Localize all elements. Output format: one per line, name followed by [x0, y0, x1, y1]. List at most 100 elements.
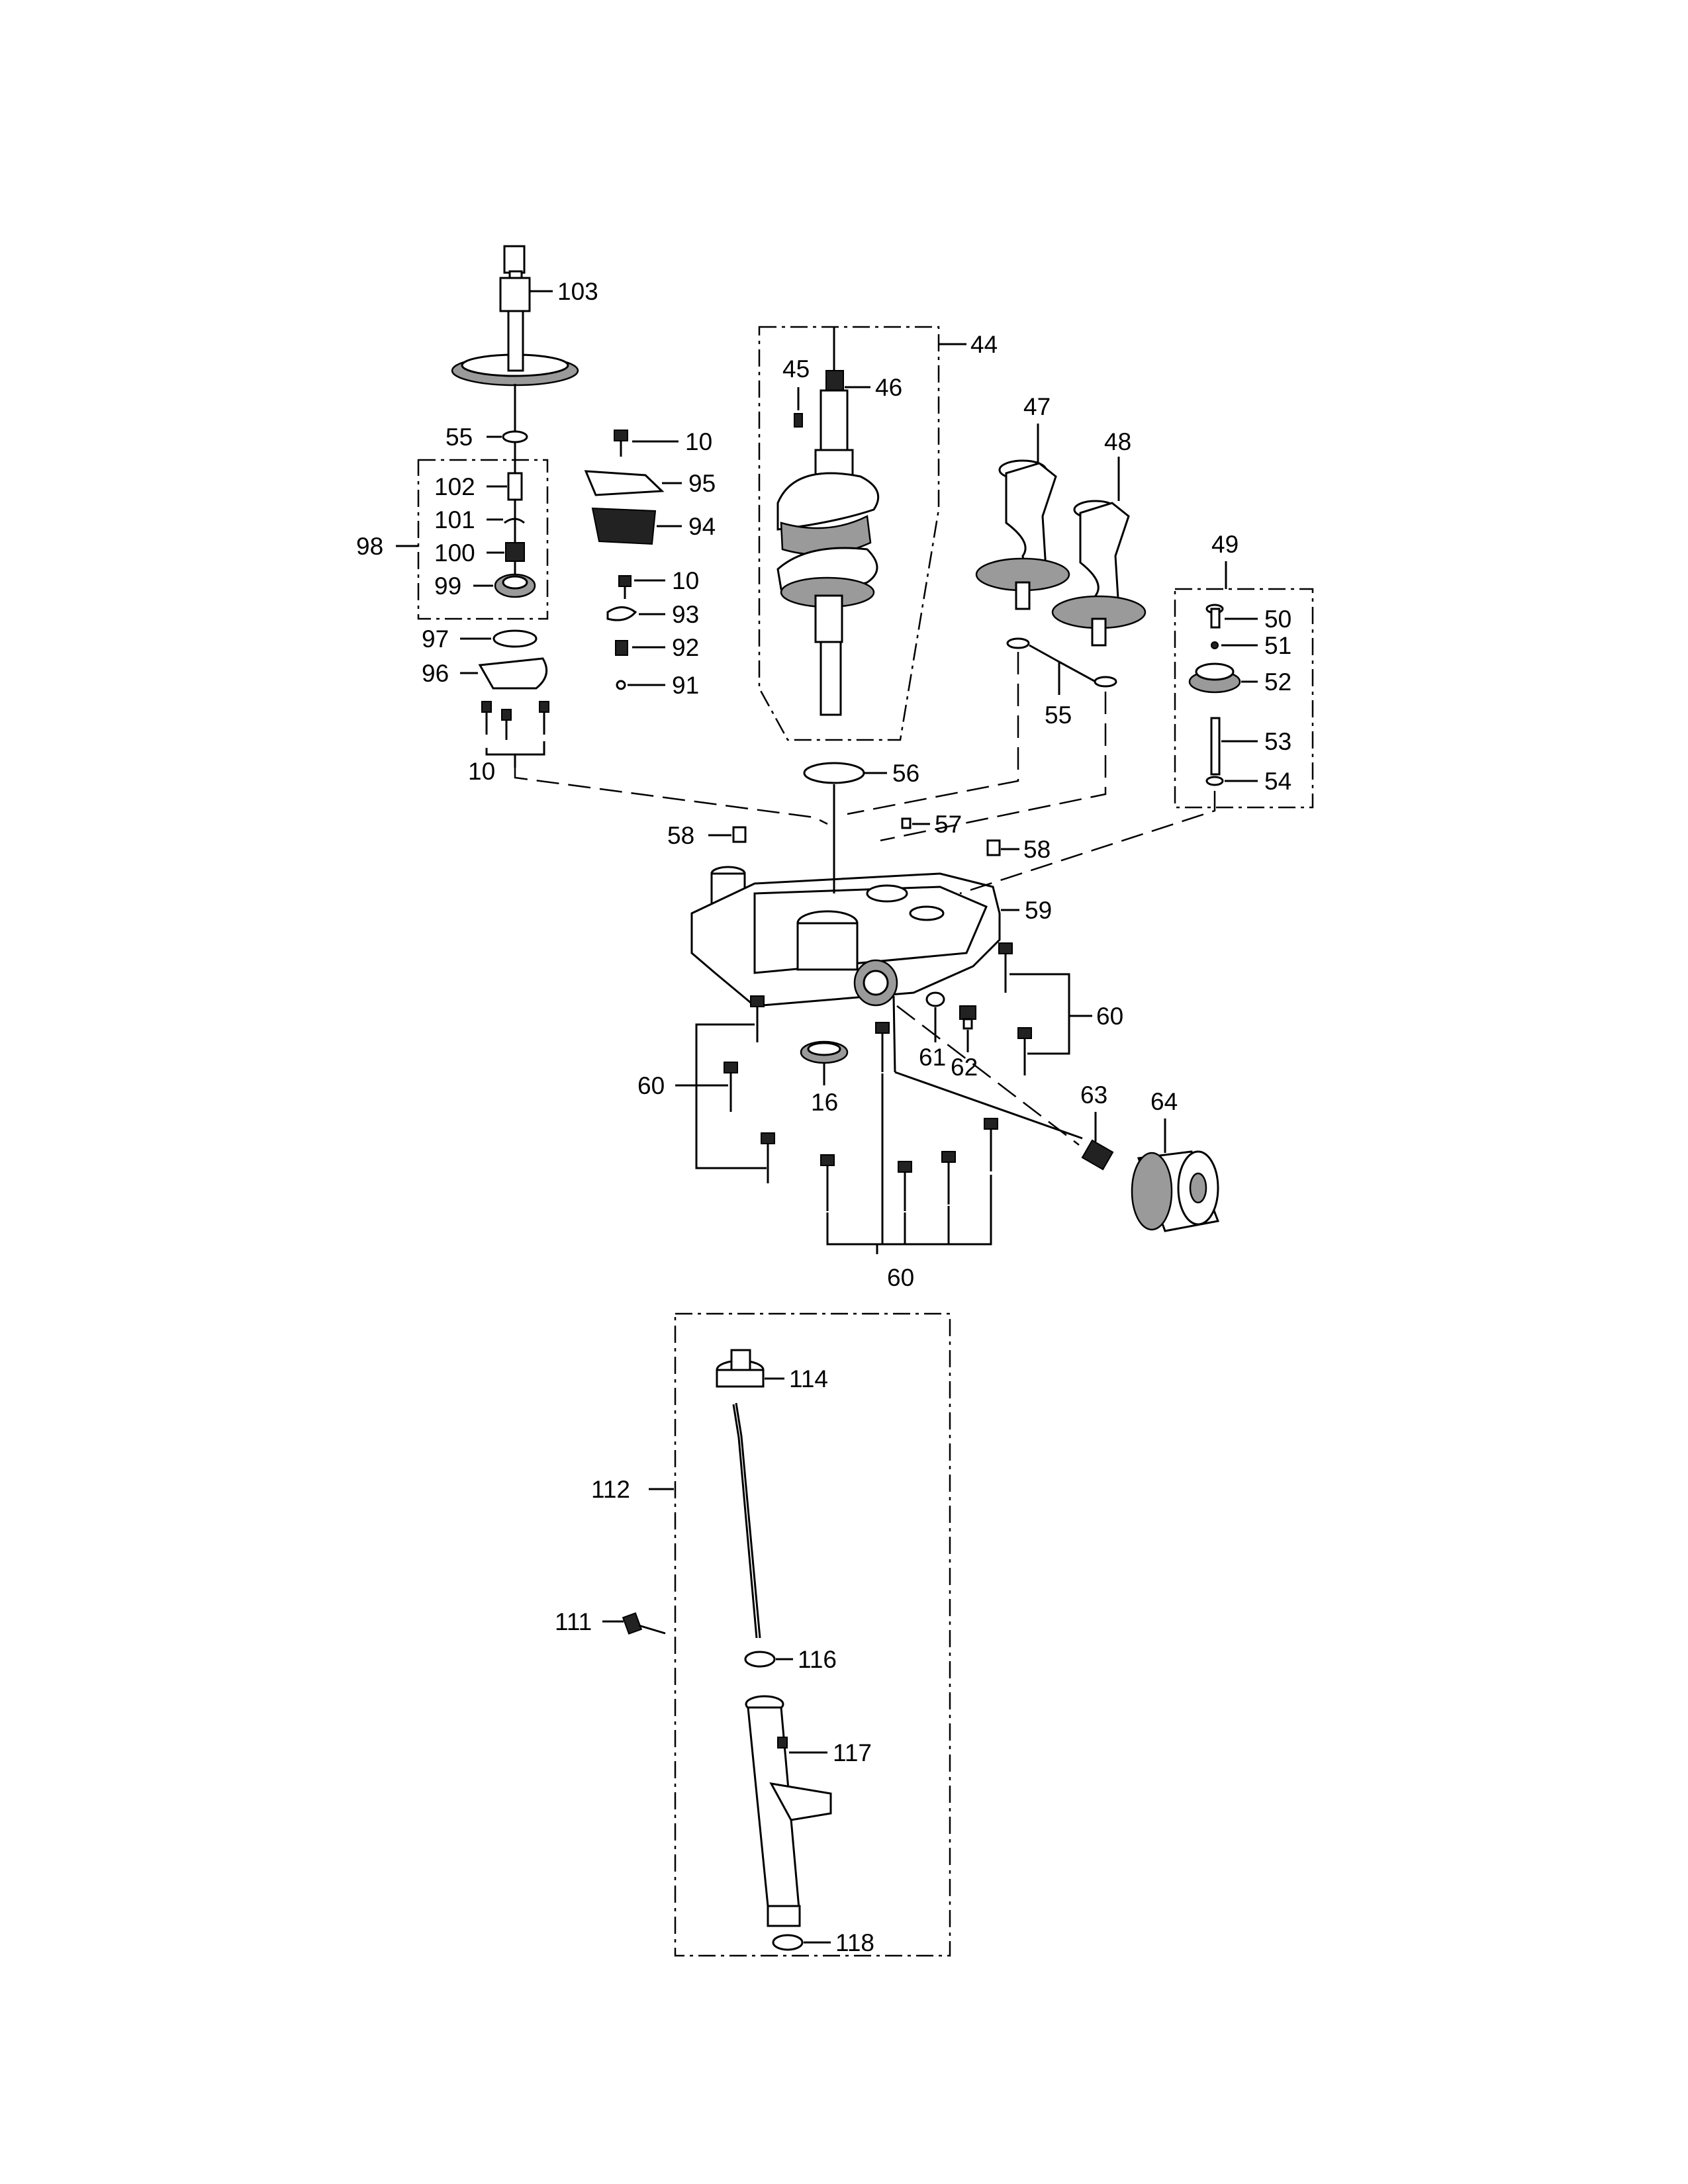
callout-48: 48: [1104, 428, 1131, 501]
label-114: 114: [789, 1365, 828, 1392]
label-117: 117: [833, 1739, 872, 1766]
callout-49: 49: [1211, 531, 1239, 589]
label-47: 47: [1023, 393, 1051, 420]
callout-95: 95: [662, 470, 716, 497]
label-116: 116: [798, 1646, 837, 1673]
washer-61: [925, 991, 945, 1007]
callout-55-left: 55: [445, 424, 502, 451]
label-63: 63: [1080, 1081, 1107, 1109]
callout-10-bottom: 10: [468, 758, 495, 785]
callout-58-left: 58: [667, 822, 731, 849]
callout-10-mid: 10: [634, 567, 699, 594]
label-98: 98: [356, 533, 383, 560]
clip-93: [606, 606, 637, 621]
assembly-box-44: [758, 326, 940, 741]
dipstick-cap-114: [716, 1349, 765, 1388]
label-44: 44: [970, 331, 998, 358]
bracket-95: [584, 470, 665, 496]
callout-117: 117: [789, 1739, 872, 1766]
label-54: 54: [1264, 768, 1291, 795]
label-91: 91: [672, 672, 699, 699]
callout-10-top: 10: [632, 428, 712, 455]
callout-111: 111: [555, 1608, 624, 1635]
callout-46: 46: [845, 374, 902, 401]
ball-91: [616, 680, 626, 690]
washer-55-left: [502, 430, 528, 443]
dashed-assembly-lines: [514, 652, 1216, 1146]
label-94: 94: [688, 513, 716, 540]
label-10-top: 10: [685, 428, 712, 455]
callout-97: 97: [422, 625, 491, 653]
label-55-right: 55: [1045, 702, 1072, 729]
label-60-right: 60: [1096, 1003, 1123, 1030]
callout-62: 62: [951, 1030, 978, 1081]
label-103: 103: [557, 278, 598, 305]
label-56: 56: [892, 760, 919, 787]
label-102: 102: [434, 473, 475, 500]
callout-101: 101: [434, 506, 503, 533]
callout-99: 99: [434, 572, 493, 600]
callout-112: 112: [591, 1476, 674, 1503]
label-53: 53: [1264, 728, 1291, 755]
callout-98: 98: [356, 533, 418, 560]
bolt-10-top: [614, 430, 628, 457]
callout-50: 50: [1225, 606, 1291, 633]
callout-93: 93: [639, 601, 699, 628]
bearing-99: [494, 573, 536, 598]
label-49: 49: [1211, 531, 1239, 558]
shaft-53: [1210, 717, 1221, 776]
label-111: 111: [555, 1608, 592, 1635]
label-10-bottom: 10: [468, 758, 495, 785]
plug-62: [959, 1005, 976, 1030]
label-16: 16: [811, 1089, 838, 1116]
dipstick-tube-117: [745, 1695, 832, 1927]
callout-59: 59: [1001, 897, 1052, 924]
dipstick-blade: [735, 1402, 761, 1639]
label-58-right: 58: [1023, 836, 1051, 863]
callout-58-right: 58: [1001, 836, 1051, 863]
label-55-left: 55: [445, 424, 473, 451]
assembly-box-98: [417, 459, 549, 620]
gear-52: [1188, 662, 1241, 694]
label-97: 97: [422, 625, 449, 653]
clip-101: [504, 518, 525, 524]
crankcase-cover-59: [690, 866, 1001, 1007]
callout-55-right: 55: [1029, 644, 1096, 729]
label-10-mid: 10: [672, 567, 699, 594]
balancer-47: [975, 459, 1070, 610]
bolts-10-lower: [481, 701, 549, 740]
label-62: 62: [951, 1054, 978, 1081]
plate-96: [478, 657, 548, 690]
callout-56: 56: [865, 760, 919, 787]
block-100: [505, 542, 525, 562]
dowel-58-left: [732, 826, 747, 843]
label-60-left: 60: [637, 1072, 665, 1099]
callout-96: 96: [422, 660, 478, 687]
callout-60-left: 60: [637, 1023, 767, 1169]
callout-47: 47: [1023, 393, 1051, 463]
bolt-111: [622, 1612, 666, 1635]
o-ring-118: [772, 1934, 804, 1951]
label-48: 48: [1104, 428, 1131, 455]
filter-nipple-63: [1081, 1139, 1114, 1171]
bolt-50: [1205, 604, 1224, 629]
label-58-left: 58: [667, 822, 694, 849]
label-61: 61: [919, 1044, 946, 1071]
callout-60-bottom: 60: [826, 1073, 992, 1291]
callout-103: 103: [530, 278, 598, 305]
callout-54: 54: [1225, 768, 1291, 795]
label-46: 46: [875, 374, 902, 401]
label-59: 59: [1025, 897, 1052, 924]
label-50: 50: [1264, 606, 1291, 633]
label-51: 51: [1264, 632, 1291, 659]
gasket-94: [591, 507, 657, 545]
assembly-box-49: [1174, 588, 1314, 809]
assembly-box-112: [674, 1312, 951, 1957]
callout-51: 51: [1221, 632, 1291, 659]
callout-16: 16: [811, 1063, 838, 1116]
label-64: 64: [1150, 1088, 1178, 1115]
label-118: 118: [835, 1929, 874, 1956]
o-ring-116: [744, 1651, 776, 1668]
